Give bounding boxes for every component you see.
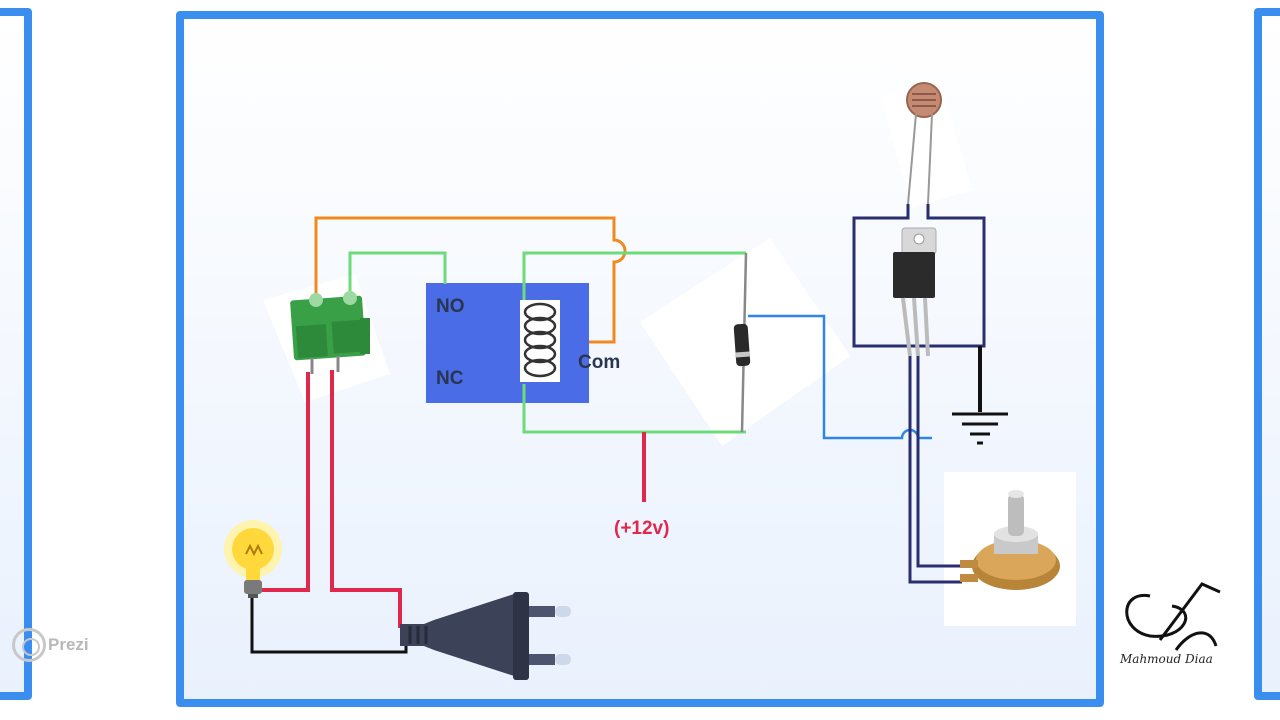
coil-windings (523, 302, 557, 378)
orange-wire (314, 216, 627, 344)
previous-slide-frame[interactable] (0, 8, 32, 700)
light-bulb-icon (224, 520, 282, 598)
navy-wire-emitter (908, 356, 962, 584)
ldr-leads (907, 113, 933, 205)
terminal-block-icon (290, 291, 370, 374)
ldr-backdrop (880, 80, 972, 208)
relay-no-label: NO (436, 296, 465, 317)
ground-symbol-icon (952, 412, 1008, 445)
prezi-watermark: Prezi (12, 628, 89, 662)
supply-voltage-label: (+12v) (614, 518, 670, 539)
red-wire-plug (330, 370, 402, 628)
black-wire (250, 598, 408, 654)
prezi-watermark-text: Prezi (48, 635, 89, 654)
potentiometer-icon (960, 490, 1060, 590)
next-slide-frame[interactable] (1254, 8, 1280, 700)
transistor-icon (893, 252, 935, 298)
diode-body (733, 323, 751, 367)
power-plug-icon (400, 592, 571, 680)
relay-nc-label: NC (436, 368, 464, 389)
green-wire-no (348, 251, 447, 298)
diode-band (735, 351, 750, 358)
author-logo-icon (1125, 582, 1221, 651)
transistor-legs (901, 297, 930, 357)
author-signature: Mahmoud Diaa (1120, 652, 1213, 666)
green-wire-coil (522, 251, 746, 434)
relay-body (426, 283, 589, 403)
prezi-logo-icon (12, 628, 46, 662)
red-wire-bulb (262, 372, 310, 592)
navy-wire-collector (916, 356, 962, 568)
relay-com-label: Com (578, 352, 621, 373)
